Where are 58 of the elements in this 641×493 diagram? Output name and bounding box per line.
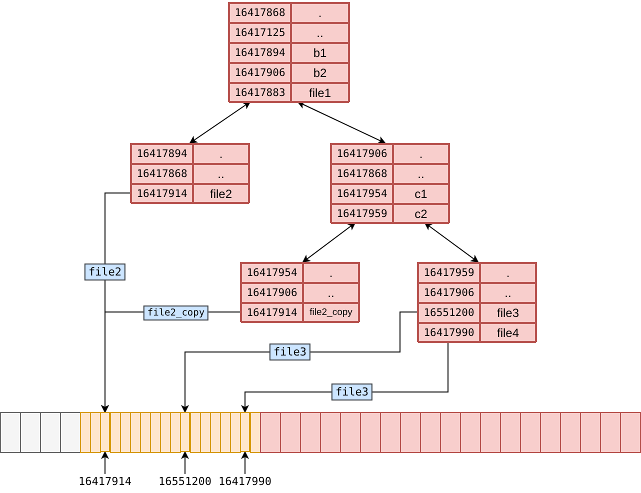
table-cell: . (303, 263, 359, 283)
directory-table (240, 262, 360, 322)
table-cell: 16417959 (418, 263, 480, 283)
table-cell: 16417906 (241, 283, 303, 303)
arrow (101, 451, 109, 474)
table-cell: file2_copy (303, 303, 359, 323)
table-cell: 16417868 (229, 3, 291, 23)
table-cell: .. (480, 283, 536, 303)
table-cell: file1 (291, 83, 349, 103)
table-cell: c2 (393, 204, 449, 224)
table-cell: 16417894 (131, 144, 193, 164)
table-cell: 16551200 (418, 303, 480, 323)
table-cell: c1 (393, 184, 449, 204)
table-cell: 16417868 (331, 164, 393, 184)
table-cell: 16417906 (418, 283, 480, 303)
table-cell: file3 (480, 303, 536, 323)
memory-block (240, 412, 250, 452)
table-cell: 16417894 (229, 43, 291, 63)
table-cell: file4 (480, 323, 536, 343)
table-cell: . (193, 144, 249, 164)
directory-table (330, 143, 450, 223)
arrow (424, 222, 479, 263)
table-cell: 16417906 (331, 144, 393, 164)
memory-block (100, 412, 110, 452)
table-cell: 16417959 (331, 204, 393, 224)
table-cell: .. (193, 164, 249, 184)
table-cell: 16417883 (229, 83, 291, 103)
table-cell: .. (291, 23, 349, 43)
arrow (181, 451, 189, 474)
table-cell: . (480, 263, 536, 283)
edge-label: file3 (331, 384, 373, 400)
table-cell: .. (303, 283, 359, 303)
table-cell: .. (393, 164, 449, 184)
table-cell: 16417914 (131, 184, 193, 204)
arrow (189, 101, 251, 144)
directory-table (228, 2, 350, 102)
edge-label: file3 (269, 344, 311, 360)
table-cell: 16417125 (229, 23, 291, 43)
block-address: 16417914 (72, 474, 138, 490)
table-cell: b2 (291, 63, 349, 83)
table-cell: 16417954 (241, 263, 303, 283)
table-cell: . (393, 144, 449, 164)
edge-label: file2 (84, 264, 126, 280)
table-cell: 16417868 (131, 164, 193, 184)
directory-table (417, 262, 537, 342)
table-cell: 16417954 (331, 184, 393, 204)
arrow (302, 222, 356, 263)
table-cell: 16417906 (229, 63, 291, 83)
directory-table (130, 143, 250, 203)
table-cell: . (291, 3, 349, 23)
table-cell: file2 (193, 184, 249, 204)
table-cell: b1 (291, 43, 349, 63)
edge-label: file2_copy (143, 306, 209, 320)
memory-block (180, 412, 190, 452)
table-cell: 16417990 (418, 323, 480, 343)
arrow (241, 451, 249, 474)
table-cell: 16417914 (241, 303, 303, 323)
arrow (297, 101, 386, 144)
